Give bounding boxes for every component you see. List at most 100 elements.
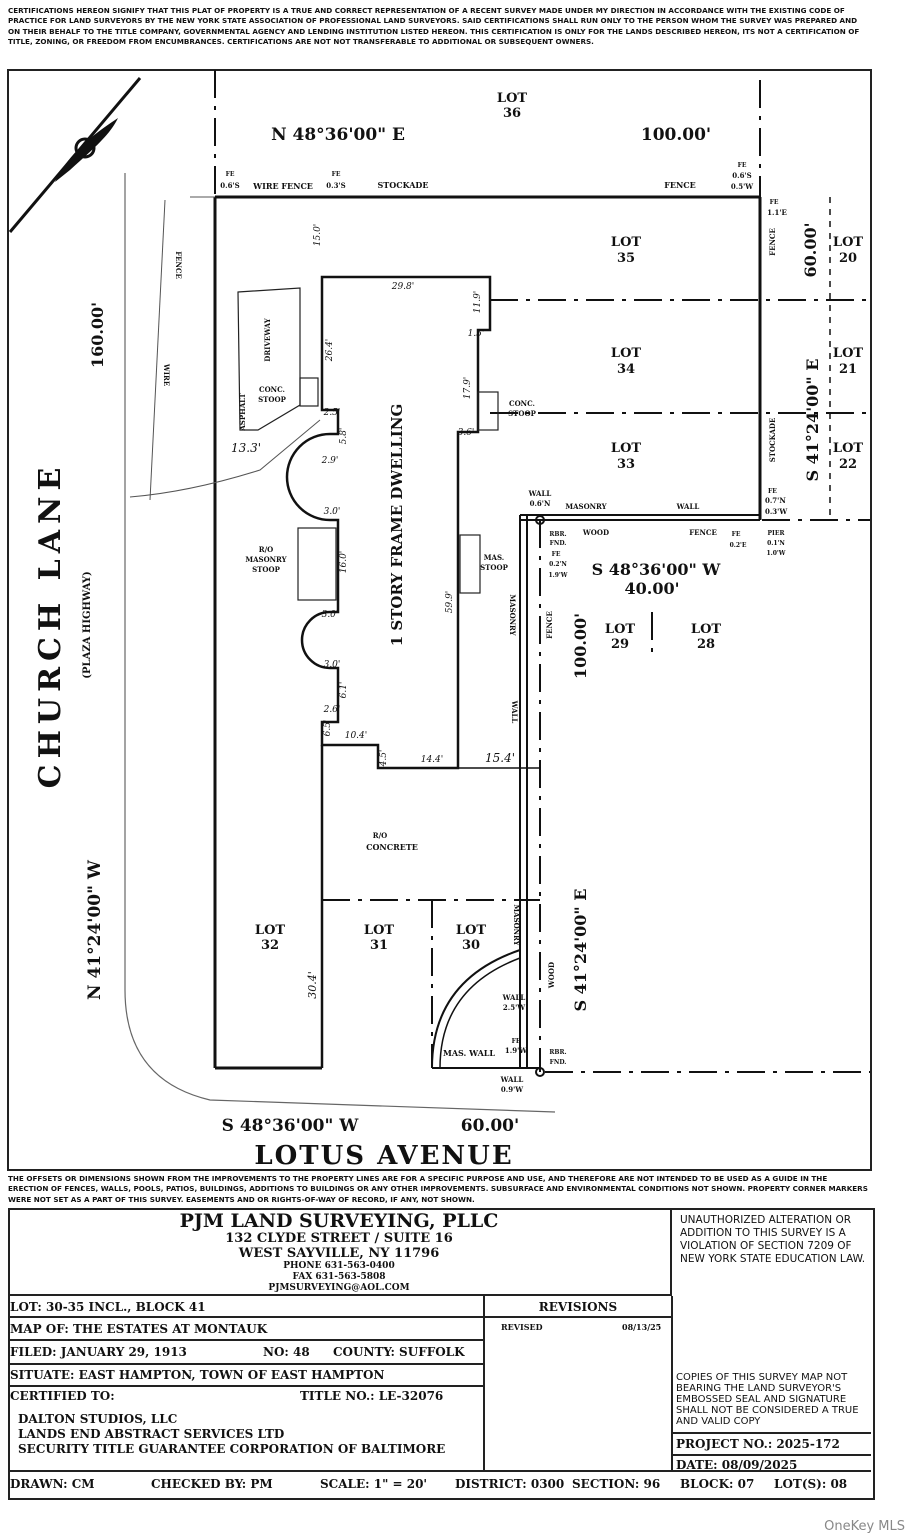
svg-text:STOOP: STOOP: [508, 409, 536, 418]
svg-text:20: 20: [839, 251, 857, 266]
svg-text:STOCKADE: STOCKADE: [768, 418, 777, 463]
svg-text:0.5'W: 0.5'W: [731, 182, 753, 191]
svg-text:10.4': 10.4': [345, 731, 368, 741]
svg-text:FE: FE: [738, 162, 747, 169]
svg-text:15.4': 15.4': [485, 751, 515, 765]
svg-text:RBR.: RBR.: [549, 531, 566, 538]
offsets-note: The offsets or dimensions shown from the…: [8, 1174, 868, 1204]
svg-text:21: 21: [839, 362, 857, 377]
south-distance: 60.00': [461, 1116, 519, 1136]
driveway-outline: [237, 287, 301, 431]
north-bearing: N 48°36'00" E: [271, 125, 405, 145]
conc-stoop-east: [477, 391, 499, 431]
svg-text:FE: FE: [512, 1038, 521, 1045]
svg-text:WOOD: WOOD: [582, 528, 609, 537]
west-distance: 160.00': [88, 302, 107, 368]
svg-text:MASONRY: MASONRY: [245, 555, 287, 564]
svg-text:FE: FE: [552, 551, 561, 558]
svg-text:31: 31: [370, 938, 388, 953]
rebar-found-north: [535, 515, 545, 525]
svg-text:R/O: R/O: [259, 545, 273, 554]
svg-text:0.9'W: 0.9'W: [501, 1085, 523, 1094]
north-distance: 100.00': [641, 125, 711, 145]
svg-text:WALL: WALL: [510, 700, 519, 724]
svg-text:RBR.: RBR.: [549, 1049, 566, 1056]
svg-text:29.8': 29.8': [391, 282, 415, 292]
east-bearing: S 41°24'00" E: [803, 359, 822, 482]
revisions-header: REVISIONS: [538, 1300, 618, 1314]
lotus-avenue-label: LOTUS AVENUE: [254, 1141, 513, 1171]
svg-text:11.9': 11.9': [473, 291, 483, 314]
svg-text:33: 33: [617, 457, 635, 472]
svg-text:0.2'N: 0.2'N: [549, 561, 567, 568]
copies-note: COPIES OF THIS SURVEY MAP NOT BEARING TH…: [676, 1372, 859, 1427]
svg-text:R/O: R/O: [373, 831, 387, 840]
svg-text:FENCE: FENCE: [174, 251, 183, 279]
svg-text:2.5'W: 2.5'W: [503, 1003, 525, 1012]
svg-text:16.0': 16.0': [339, 551, 349, 574]
svg-text:WALL: WALL: [528, 489, 552, 498]
north-arrow-icon: [8, 77, 142, 233]
svg-text:22: 22: [839, 457, 857, 472]
svg-text:FE: FE: [768, 488, 777, 495]
svg-text:CONC.: CONC.: [259, 385, 285, 394]
svg-text:FND.: FND.: [550, 1059, 567, 1066]
svg-text:PIER: PIER: [768, 530, 786, 537]
svg-text:MASONRY: MASONRY: [508, 594, 517, 636]
svg-text:FENCE: FENCE: [768, 228, 777, 256]
svg-text:17.9': 17.9': [463, 377, 473, 400]
svg-text:0.3'W: 0.3'W: [765, 507, 787, 516]
svg-text:MAS.: MAS.: [484, 553, 504, 562]
svg-text:FE: FE: [332, 171, 341, 178]
svg-text:0.3'S: 0.3'S: [326, 181, 345, 190]
svg-text:FE: FE: [732, 531, 741, 538]
south-bearing: S 48°36'00" W: [222, 1116, 360, 1136]
svg-text:FENCE: FENCE: [545, 611, 554, 639]
svg-text:LOT: LOT: [255, 923, 285, 938]
svg-text:DRIVEWAY: DRIVEWAY: [263, 317, 272, 361]
curved-wall: [431, 949, 521, 1069]
svg-text:FENCE: FENCE: [664, 180, 696, 190]
lot36-label: LOT: [497, 91, 527, 106]
svg-text:13.3': 13.3': [231, 441, 261, 455]
svg-text:FND.: FND.: [550, 540, 567, 547]
svg-text:1.0'W: 1.0'W: [766, 550, 785, 557]
svg-text:WOOD: WOOD: [547, 962, 556, 989]
inner-east-bearing: S 41°24'00" E: [571, 889, 590, 1012]
svg-text:28: 28: [697, 637, 715, 652]
svg-text:STOOP: STOOP: [480, 563, 508, 572]
svg-text:0.7'N: 0.7'N: [765, 496, 786, 505]
svg-text:0.6'S: 0.6'S: [220, 181, 239, 190]
svg-text:3.0': 3.0': [322, 610, 339, 620]
rebar-found-south: [535, 1067, 545, 1077]
title-block: PJM LAND SURVEYING, PLLC 132 CLYDE STREE…: [8, 1208, 875, 1500]
svg-text:26.4': 26.4': [325, 339, 335, 363]
svg-text:MAS. WALL: MAS. WALL: [443, 1048, 495, 1058]
svg-text:30: 30: [462, 938, 480, 953]
svg-text:32: 32: [261, 938, 279, 953]
svg-text:1.9'W: 1.9'W: [548, 572, 567, 579]
svg-text:LOT: LOT: [611, 346, 641, 361]
conc-stoop-west: [299, 377, 319, 407]
certification-note: Certifications hereon signify that this …: [8, 6, 860, 47]
svg-text:WALL: WALL: [502, 993, 526, 1002]
svg-text:14.4': 14.4': [421, 755, 444, 765]
svg-text:29: 29: [611, 637, 629, 652]
svg-text:6.5': 6.5': [323, 720, 333, 737]
map-frame: [7, 69, 872, 1171]
svg-text:CONC.: CONC.: [509, 399, 535, 408]
lot36-num: 36: [503, 106, 521, 121]
svg-text:FE: FE: [226, 171, 235, 178]
church-lane-label: CHURCH LANE: [33, 462, 68, 789]
svg-text:3.0': 3.0': [324, 660, 341, 670]
svg-text:LOT: LOT: [456, 923, 486, 938]
svg-text:30.4': 30.4': [306, 971, 319, 999]
svg-text:2.6': 2.6': [323, 705, 341, 715]
svg-text:LOT: LOT: [691, 622, 721, 637]
company-name: PJM LAND SURVEYING, PLLC: [179, 1210, 499, 1232]
plaza-highway-label: (PLAZA HIGHWAY): [82, 571, 93, 678]
svg-text:STOCKADE: STOCKADE: [378, 180, 429, 190]
svg-text:WALL: WALL: [500, 1075, 524, 1084]
svg-text:FE: FE: [770, 199, 779, 206]
svg-text:35: 35: [617, 251, 635, 266]
